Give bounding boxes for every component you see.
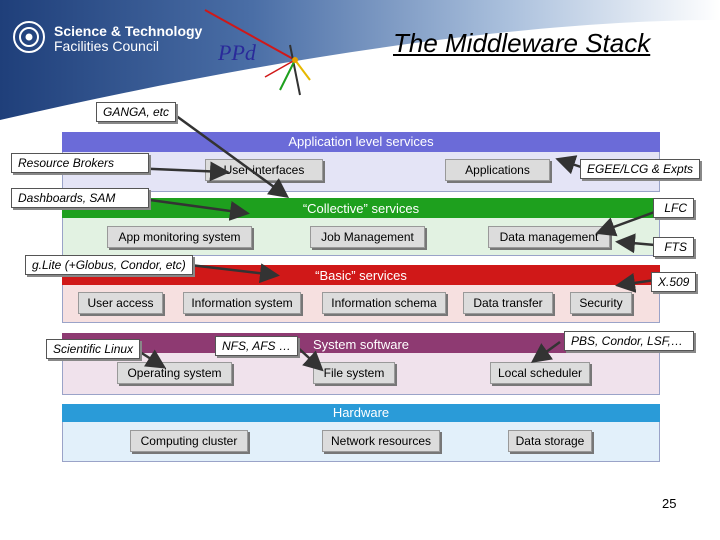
service-data-storage: Data storage [508, 430, 592, 452]
callout-nfs: NFS, AFS … [215, 336, 298, 356]
callout-resource-brokers: Resource Brokers [11, 153, 149, 173]
service-app-monitoring: App monitoring system [107, 226, 252, 248]
header-band [0, 0, 720, 120]
service-user-access: User access [78, 292, 163, 314]
callout-scientific-linux: Scientific Linux [46, 339, 140, 359]
callout-lfc: LFC [653, 198, 694, 218]
service-user-interfaces: User interfaces [205, 159, 323, 181]
callout-dashboards: Dashboards, SAM [11, 188, 149, 208]
basic-layer-bar: “Basic” services [62, 265, 660, 285]
application-layer-bar: Application level services [62, 132, 660, 152]
callout-ganga: GANGA, etc [96, 102, 177, 122]
service-information-system: Information system [183, 292, 301, 314]
page-title: The Middleware Stack [393, 28, 651, 58]
stfc-logo-icon [13, 21, 45, 53]
callout-pbs: PBS, Condor, LSF,… [564, 331, 694, 351]
logo-line2: Facilities Council [54, 38, 160, 54]
service-computing-cluster: Computing cluster [130, 430, 248, 452]
service-security: Security [570, 292, 632, 314]
system-software-layer-bar: System software [62, 333, 660, 353]
callout-x509: X.509 [651, 272, 696, 292]
collective-layer-bar: “Collective” services [62, 198, 660, 218]
page-number: 25 [662, 496, 677, 511]
callout-egee: EGEE/LCG & Expts [580, 159, 701, 179]
service-information-schema: Information schema [322, 292, 446, 314]
hardware-layer-bar: Hardware [62, 404, 660, 422]
callout-glite: g.Lite (+Globus, Condor, etc) [25, 255, 193, 275]
service-data-management: Data management [488, 226, 610, 248]
service-local-scheduler: Local scheduler [490, 362, 590, 384]
particle-burst-icon [204, 9, 311, 96]
service-file-system: File system [313, 362, 395, 384]
service-data-transfer: Data transfer [463, 292, 553, 314]
logo-line1: Science & Technology [54, 23, 203, 39]
ppd-logo: PPd [218, 40, 256, 65]
service-network-resources: Network resources [322, 430, 440, 452]
service-applications: Applications [445, 159, 550, 181]
service-job-management: Job Management [310, 226, 425, 248]
callout-fts: FTS [653, 237, 694, 257]
